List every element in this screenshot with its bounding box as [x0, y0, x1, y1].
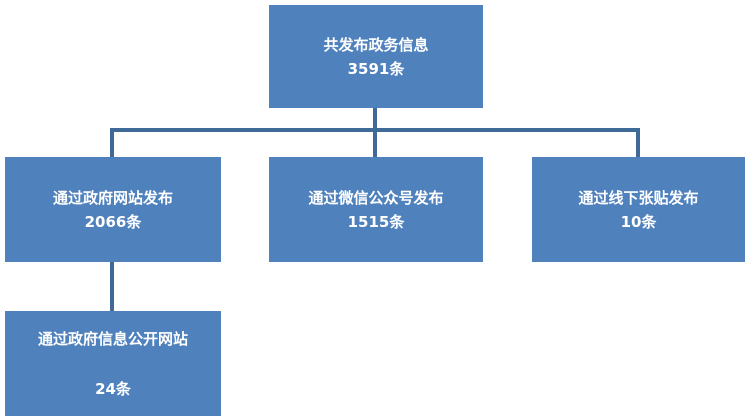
- node-info-disclosure-website-count: 24条: [95, 379, 131, 398]
- connector-root-down: [373, 108, 377, 130]
- connector-web-to-open: [110, 262, 114, 311]
- node-total-label: 共发布政务信息: [323, 35, 429, 54]
- node-wechat-label: 通过微信公众号发布: [308, 188, 444, 207]
- connector-to-wechat: [373, 130, 377, 157]
- node-offline-posting-count: 10条: [620, 212, 657, 231]
- node-government-website-count: 2066条: [84, 212, 142, 231]
- connector-to-web: [110, 130, 114, 157]
- node-info-disclosure-website-label: 通过政府信息公开网站: [37, 329, 188, 348]
- node-wechat: 通过微信公众号发布 1515条: [269, 157, 483, 262]
- node-info-disclosure-website: 通过政府信息公开网站 24条: [5, 311, 221, 416]
- node-wechat-count: 1515条: [347, 212, 405, 231]
- node-government-website: 通过政府网站发布 2066条: [5, 157, 221, 262]
- connector-to-post: [636, 130, 640, 157]
- node-total: 共发布政务信息 3591条: [269, 5, 483, 108]
- node-offline-posting: 通过线下张贴发布 10条: [532, 157, 745, 262]
- node-government-website-label: 通过政府网站发布: [52, 188, 173, 207]
- node-offline-posting-label: 通过线下张贴发布: [578, 188, 699, 207]
- node-total-count: 3591条: [347, 59, 405, 78]
